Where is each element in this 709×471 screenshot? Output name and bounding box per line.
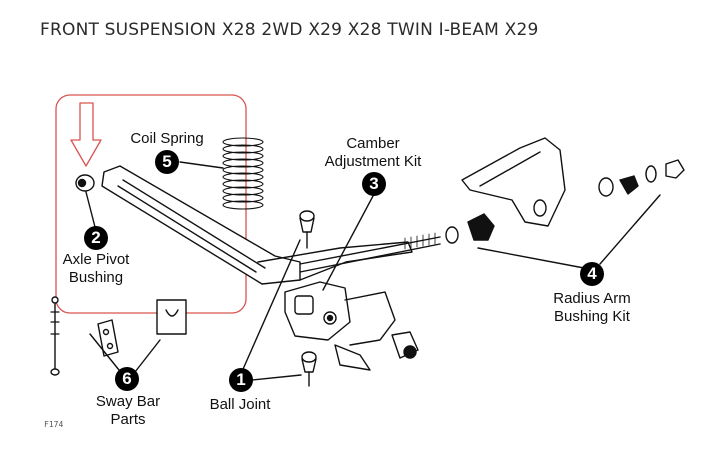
diagram-title: FRONT SUSPENSION X28 2WD X29 X28 TWIN I-… [40, 20, 539, 40]
radius-arm-bushing-parts [445, 159, 685, 244]
ball-joint-lower-part [301, 351, 317, 387]
leader-line-3 [322, 195, 374, 291]
callout-badge-2: 2 [84, 226, 108, 250]
leader-line-6a [89, 333, 120, 371]
ball-joint-upper-part [299, 210, 315, 249]
coil-spring-part [222, 137, 264, 210]
callout-badge-1: 1 [229, 368, 253, 392]
callout-badge-5: 5 [155, 150, 179, 174]
highlight-box [55, 94, 247, 314]
radius-arm-rod-part [299, 232, 441, 273]
spindle-knuckle-part [284, 281, 419, 371]
leader-line-1a [239, 239, 301, 377]
radius-arm-bracket-part [461, 137, 566, 227]
callout-label-camber-adjustment-kit: Camber Adjustment Kit [324, 135, 422, 170]
axle-pivot-bushing-part [75, 174, 95, 192]
leader-line-4a [477, 247, 585, 269]
leader-line-1b [251, 374, 302, 381]
callout-badge-4: 4 [580, 262, 604, 286]
callout-label-axle-pivot-bushing: Axle Pivot Bushing [62, 251, 130, 286]
callout-badge-3: 3 [362, 172, 386, 196]
i-beam-axle-part [101, 165, 413, 285]
leader-line-6b [134, 339, 161, 373]
leader-line-5 [179, 161, 224, 169]
callout-label-sway-bar-parts: Sway Bar Parts [95, 393, 161, 428]
sway-bar-link-part [50, 296, 60, 376]
callout-label-radius-arm-bushing-kit: Radius Arm Bushing Kit [553, 290, 631, 325]
callout-label-coil-spring: Coil Spring [130, 130, 204, 147]
leader-line-2 [85, 191, 96, 228]
callout-badge-6: 6 [115, 367, 139, 391]
figure-code: F174 [44, 420, 64, 429]
sway-bar-parts [97, 299, 187, 357]
leader-line-4b [599, 194, 661, 265]
red-arrow-icon [70, 102, 102, 167]
callout-label-ball-joint: Ball Joint [209, 396, 271, 413]
